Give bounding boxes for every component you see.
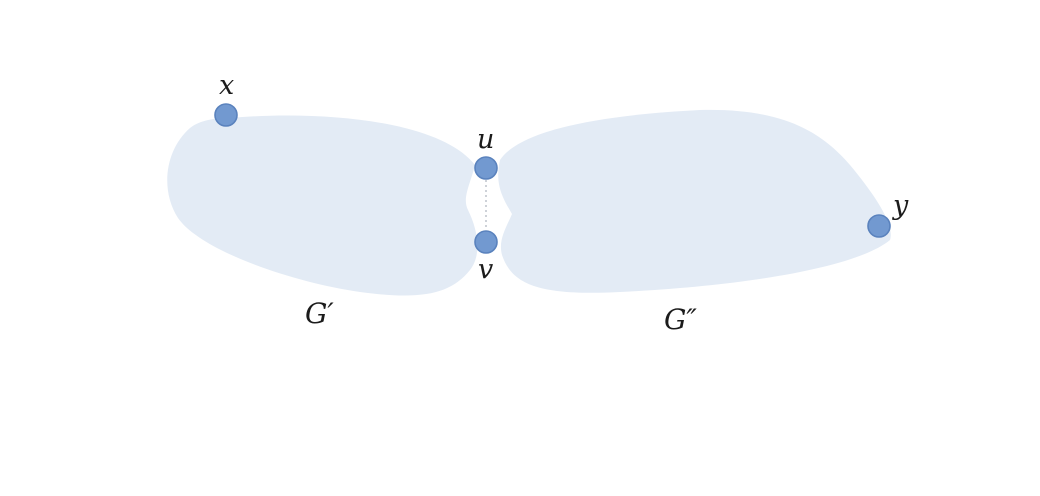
region-g-prime [167,115,478,296]
vertex-label-u: u [477,124,495,155]
region-g-double-prime [498,109,891,293]
vertex-x [214,103,238,127]
vertex-label-y: y [893,190,909,221]
vertex-y [867,214,891,238]
vertex-u [474,156,498,180]
region-label-g-prime: G′ [305,297,334,330]
region-label-g-double-prime: G″ [664,303,697,336]
vertex-v [474,230,498,254]
vertex-label-x: x [219,70,235,101]
vertex-label-v: v [478,254,494,285]
